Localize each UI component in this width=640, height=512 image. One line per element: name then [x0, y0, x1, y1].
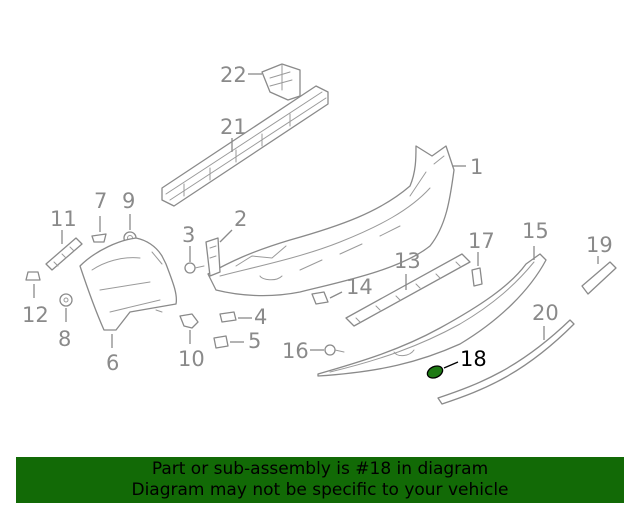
part-10-bracket: [179, 313, 199, 329]
callout-18: 18: [460, 347, 487, 371]
part-8-bolt: [59, 293, 73, 307]
callout-21: 21: [220, 115, 247, 139]
part-18-cap-highlighted: [426, 365, 444, 379]
part-1-bumper-cover: [207, 145, 455, 297]
callout-22: 22: [220, 63, 247, 87]
callout-4: 4: [254, 305, 267, 329]
callout-1: 1: [470, 155, 483, 179]
callout-5: 5: [248, 329, 261, 353]
callout-19: 19: [586, 233, 613, 257]
callout-12: 12: [22, 303, 49, 327]
banner-line-1: Part or sub-assembly is #18 in diagram: [151, 459, 489, 479]
part-17-clip: [471, 267, 483, 287]
callout-11: 11: [50, 207, 77, 231]
callout-9: 9: [122, 189, 135, 213]
callout-3: 3: [182, 223, 195, 247]
part-5-clip: [213, 335, 229, 349]
part-14-retainer: [311, 291, 329, 305]
part-16-bolt: [324, 344, 345, 356]
callout-2: 2: [234, 207, 247, 231]
callout-20: 20: [532, 301, 559, 325]
part-12-push-pin: [25, 271, 41, 281]
parts-diagram: 22 21 1 2 3 7 9: [22, 63, 617, 405]
callout-16: 16: [282, 339, 309, 363]
part-15-lower-valance: [317, 253, 547, 377]
lead-2: [219, 229, 233, 243]
part-20-trim-strip: [437, 319, 575, 405]
part-6-corner-panel: [79, 237, 178, 331]
callout-7: 7: [94, 189, 107, 213]
part-19-reflector: [581, 261, 617, 295]
callout-15: 15: [522, 219, 549, 243]
callout-6: 6: [106, 351, 119, 375]
callout-10: 10: [178, 347, 205, 371]
part-2-bracket: [205, 237, 221, 277]
lead-18: [443, 361, 459, 369]
part-7-clip: [91, 233, 107, 243]
lead-14: [329, 291, 343, 299]
part-21-reinforcement-bar: [161, 85, 329, 207]
callout-8: 8: [58, 327, 71, 351]
callout-13: 13: [394, 249, 421, 273]
part-4-clip: [219, 311, 237, 323]
part-3-screw: [184, 262, 205, 274]
part-22-bracket: [261, 63, 301, 101]
part-13-mounting-rail: [345, 253, 471, 327]
callout-17: 17: [468, 229, 495, 253]
banner-line-2: Diagram may not be specific to your vehi…: [131, 480, 509, 500]
part-11-mounting-strip: [45, 237, 83, 271]
callout-14: 14: [346, 275, 373, 299]
info-banner: Part or sub-assembly is #18 in diagram D…: [16, 457, 624, 503]
